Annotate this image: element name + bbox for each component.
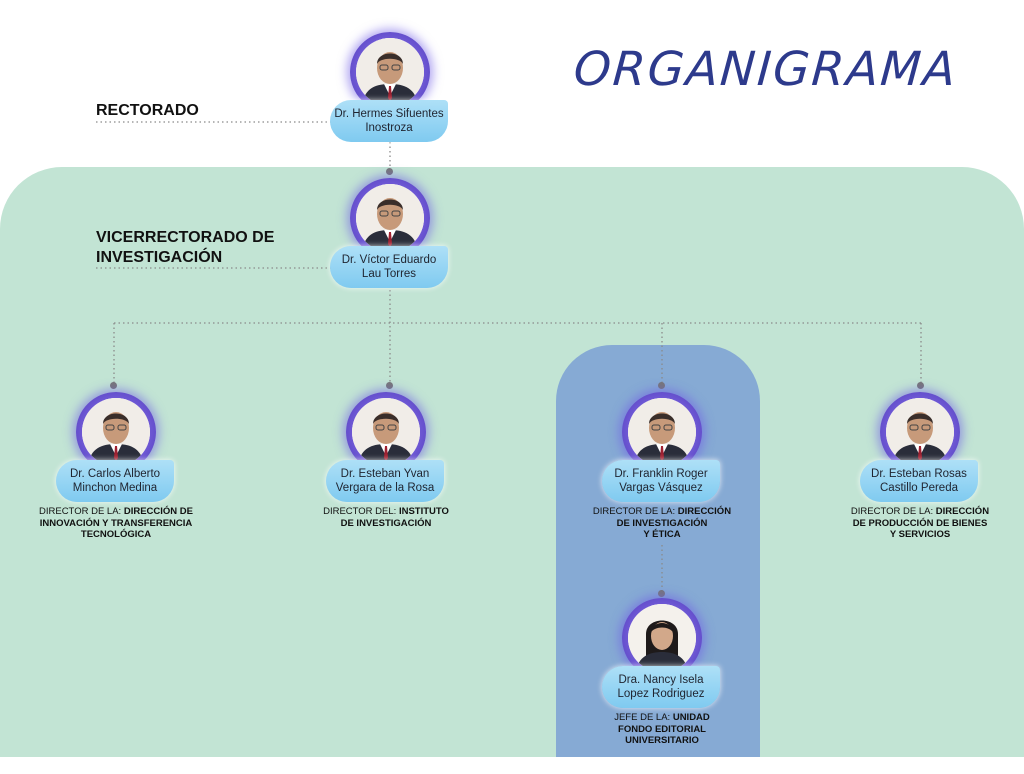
rector-name-line2: Inostroza bbox=[365, 122, 413, 134]
director-role: DIRECTOR DEL: INSTITUTO DE INVESTIGACIÓN bbox=[296, 506, 476, 529]
connector-dot bbox=[386, 382, 393, 389]
role-unit-line1: DIRECCIÓN DE bbox=[123, 506, 193, 517]
director-role: DIRECTOR DE LA: DIRECCIÓN DE INNOVACIÓN … bbox=[26, 506, 206, 541]
director-name-line1: Dr. Esteban Yvan bbox=[340, 468, 430, 480]
rector-photo-frame bbox=[350, 32, 430, 112]
role-unit-line1: INSTITUTO bbox=[398, 506, 449, 517]
director-role: DIRECTOR DE LA: DIRECCIÓN DE INVESTIGACI… bbox=[572, 506, 752, 541]
director-role: DIRECTOR DE LA: DIRECCIÓN DE PRODUCCIÓN … bbox=[830, 506, 1010, 541]
vicerrectorado-label-line2: INVESTIGACIÓN bbox=[96, 249, 223, 266]
connector-dot bbox=[917, 382, 924, 389]
role-prefix: DIRECTOR DEL: bbox=[323, 506, 399, 517]
director-name-line1: Dr. Carlos Alberto bbox=[69, 468, 161, 480]
avatar bbox=[886, 398, 954, 466]
director-photo-frame bbox=[880, 392, 960, 472]
avatar bbox=[628, 398, 696, 466]
unit-head-name-line1: Dra. Nancy Isela bbox=[618, 674, 704, 686]
role-prefix: DIRECTOR DE LA: bbox=[592, 506, 678, 517]
director-photo-frame bbox=[76, 392, 156, 472]
unit-head-name-line2: Lopez Rodriguez bbox=[617, 688, 705, 700]
role-unit-line1: UNIDAD bbox=[672, 712, 710, 723]
rector-name-line1: Dr. Hermes Sifuentes bbox=[334, 108, 444, 120]
role-unit-line2: DE INVESTIGACIÓN bbox=[616, 517, 708, 529]
vicerrector-photo-frame bbox=[350, 178, 430, 258]
director-name-pill: Dr. Esteban Rosas Castillo Pereda bbox=[860, 460, 978, 502]
role-prefix: JEFE DE LA: bbox=[614, 712, 673, 723]
director-name-pill: Dr. Franklin Roger Vargas Vásquez bbox=[602, 460, 720, 502]
director-name-line2: Vargas Vásquez bbox=[619, 482, 703, 494]
director-photo-frame bbox=[622, 392, 702, 472]
vicerrectorado-label: VICERRECTORADO DE INVESTIGACIÓN bbox=[96, 228, 274, 268]
role-unit-line1: DIRECCIÓN bbox=[935, 506, 990, 517]
role-unit-line2: DE INVESTIGACIÓN bbox=[340, 517, 432, 529]
unit-head-name-pill: Dra. Nancy Isela Lopez Rodriguez bbox=[602, 666, 720, 708]
role-prefix: DIRECTOR DE LA: bbox=[39, 506, 124, 517]
connector-dot bbox=[386, 168, 393, 175]
director-name-line1: Dr. Esteban Rosas bbox=[871, 468, 967, 480]
connector-dot bbox=[110, 382, 117, 389]
role-unit-line3: UNIVERSITARIO bbox=[625, 735, 699, 746]
connector-dot bbox=[658, 590, 665, 597]
director-name-line2: Minchon Medina bbox=[72, 482, 158, 494]
rectorado-label: RECTORADO bbox=[96, 102, 199, 119]
vicerrector-name-pill: Dr. Víctor Eduardo Lau Torres bbox=[330, 246, 448, 288]
director-name-line1: Dr. Franklin Roger bbox=[614, 468, 708, 480]
role-unit-line3: Y SERVICIOS bbox=[889, 529, 951, 540]
connector-dot bbox=[658, 382, 665, 389]
page-title: ORGANIGRAMA bbox=[572, 42, 960, 97]
role-unit-line2: INNOVACIÓN Y TRANSFERENCIA bbox=[39, 517, 193, 529]
director-name-pill: Dr. Carlos Alberto Minchon Medina bbox=[56, 460, 174, 502]
role-unit-line2: FONDO EDITORIAL bbox=[618, 723, 706, 735]
unit-head-role: JEFE DE LA: UNIDAD FONDO EDITORIAL UNIVE… bbox=[572, 712, 752, 747]
avatar bbox=[82, 398, 150, 466]
director-name-pill: Dr. Esteban Yvan Vergara de la Rosa bbox=[326, 460, 444, 502]
vicerrectorado-label-line1: VICERRECTORADO DE bbox=[96, 229, 275, 246]
vicerrector-name-line2: Lau Torres bbox=[361, 268, 417, 280]
unit-head-photo-frame bbox=[622, 598, 702, 678]
role-unit-line2: DE PRODUCCIÓN DE BIENES bbox=[852, 517, 988, 529]
avatar bbox=[352, 398, 420, 466]
rector-name-pill: Dr. Hermes Sifuentes Inostroza bbox=[330, 100, 448, 142]
vicerrector-name-line1: Dr. Víctor Eduardo bbox=[341, 254, 437, 266]
role-unit-line3: Y ÉTICA bbox=[643, 529, 681, 540]
avatar bbox=[356, 184, 424, 252]
role-unit-line3: TECNOLÓGICA bbox=[80, 529, 152, 540]
avatar bbox=[356, 38, 424, 106]
avatar bbox=[628, 604, 696, 672]
role-unit-line1: DIRECCIÓN bbox=[677, 506, 732, 517]
role-prefix: DIRECTOR DE LA: bbox=[850, 506, 936, 517]
director-name-line2: Vergara de la Rosa bbox=[335, 482, 435, 494]
director-photo-frame bbox=[346, 392, 426, 472]
director-name-line2: Castillo Pereda bbox=[880, 482, 958, 494]
